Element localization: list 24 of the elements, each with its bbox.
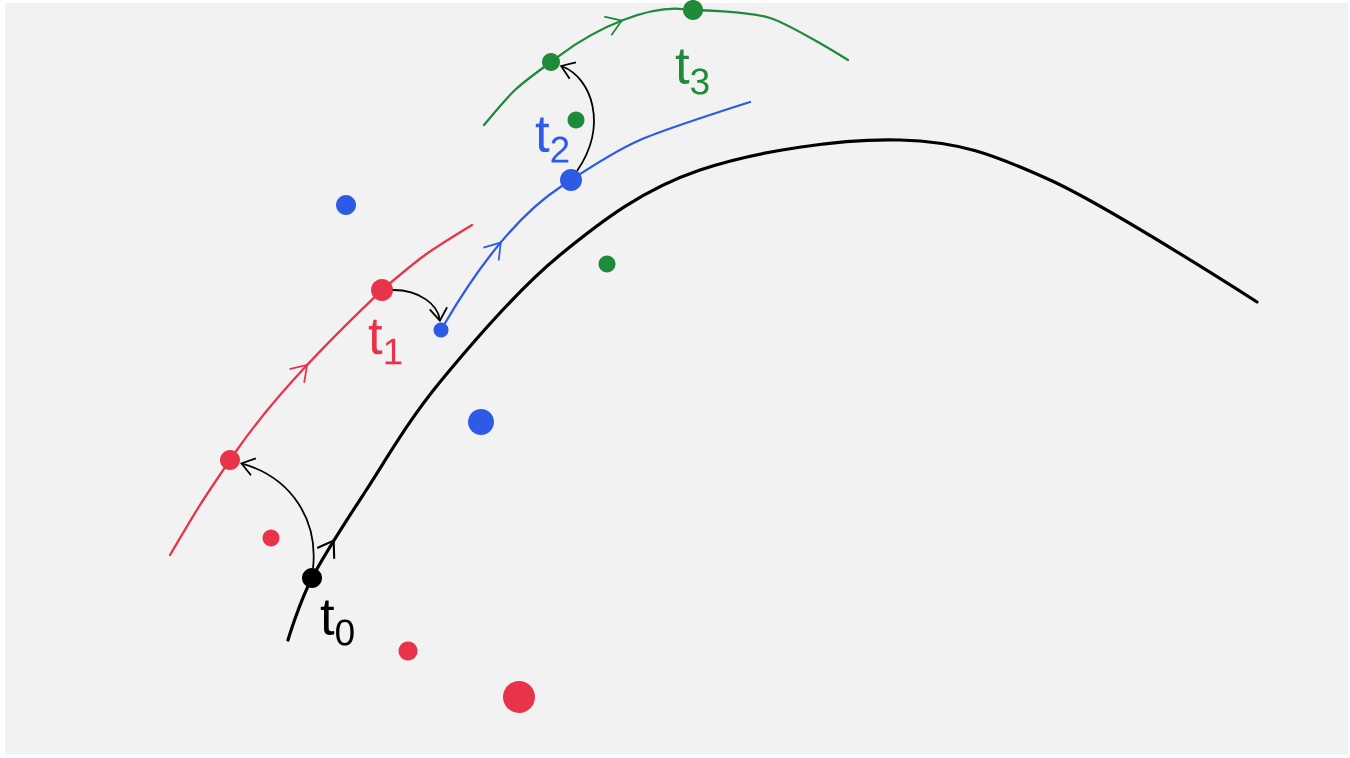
time-label: t$_{3}$: [675, 49, 709, 95]
point-marker: [433, 322, 449, 338]
point-marker: [220, 450, 240, 470]
point-marker: [503, 681, 535, 713]
time-label: t$_{2}$: [535, 117, 569, 163]
trajectory-curve: [557, 7, 684, 58]
point-marker: [302, 568, 322, 588]
step-arrow: [392, 289, 448, 323]
trajectory-curve: [443, 185, 563, 325]
point-marker: [683, 0, 703, 20]
point-marker: [371, 279, 393, 301]
time-label: t$_{1}$: [368, 319, 402, 365]
point-marker: [560, 169, 582, 191]
time-label: t$_{0}$: [320, 600, 354, 646]
step-arrow: [559, 61, 595, 172]
point-marker: [542, 53, 560, 71]
point-marker: [262, 529, 280, 547]
point-marker: [567, 111, 585, 129]
point-marker: [598, 255, 616, 273]
step-arrow: [239, 457, 315, 569]
point-marker: [468, 409, 494, 435]
trajectory-curve: [234, 296, 375, 453]
point-marker: [398, 641, 418, 661]
point-marker: [336, 195, 356, 215]
